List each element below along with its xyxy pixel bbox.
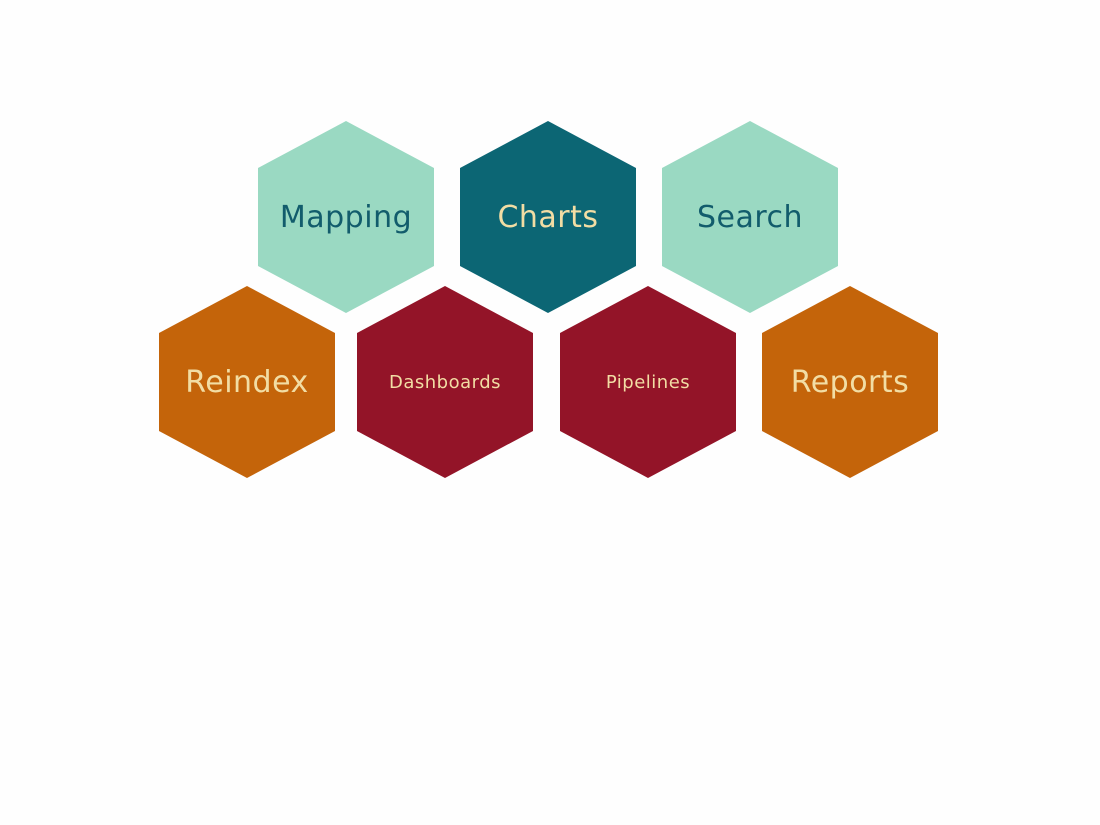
hexagon-reports[interactable]: Reports (762, 286, 938, 478)
hexagon-label-dashboards: Dashboards (388, 371, 502, 393)
hexagon-label-mapping: Mapping (279, 199, 413, 235)
hexagon-label-pipelines: Pipelines (605, 371, 691, 393)
hexagon-label-reports: Reports (790, 364, 910, 400)
hexagon-reindex[interactable]: Reindex (159, 286, 335, 478)
hexagon-dashboards[interactable]: Dashboards (357, 286, 533, 478)
hexagon-label-charts: Charts (497, 199, 599, 235)
hexagon-charts[interactable]: Charts (460, 121, 636, 313)
hexagon-mapping[interactable]: Mapping (258, 121, 434, 313)
hexagon-label-search: Search (696, 199, 804, 235)
hexagon-label-reindex: Reindex (185, 364, 309, 400)
hexagon-search[interactable]: Search (662, 121, 838, 313)
hexagon-pipelines[interactable]: Pipelines (560, 286, 736, 478)
